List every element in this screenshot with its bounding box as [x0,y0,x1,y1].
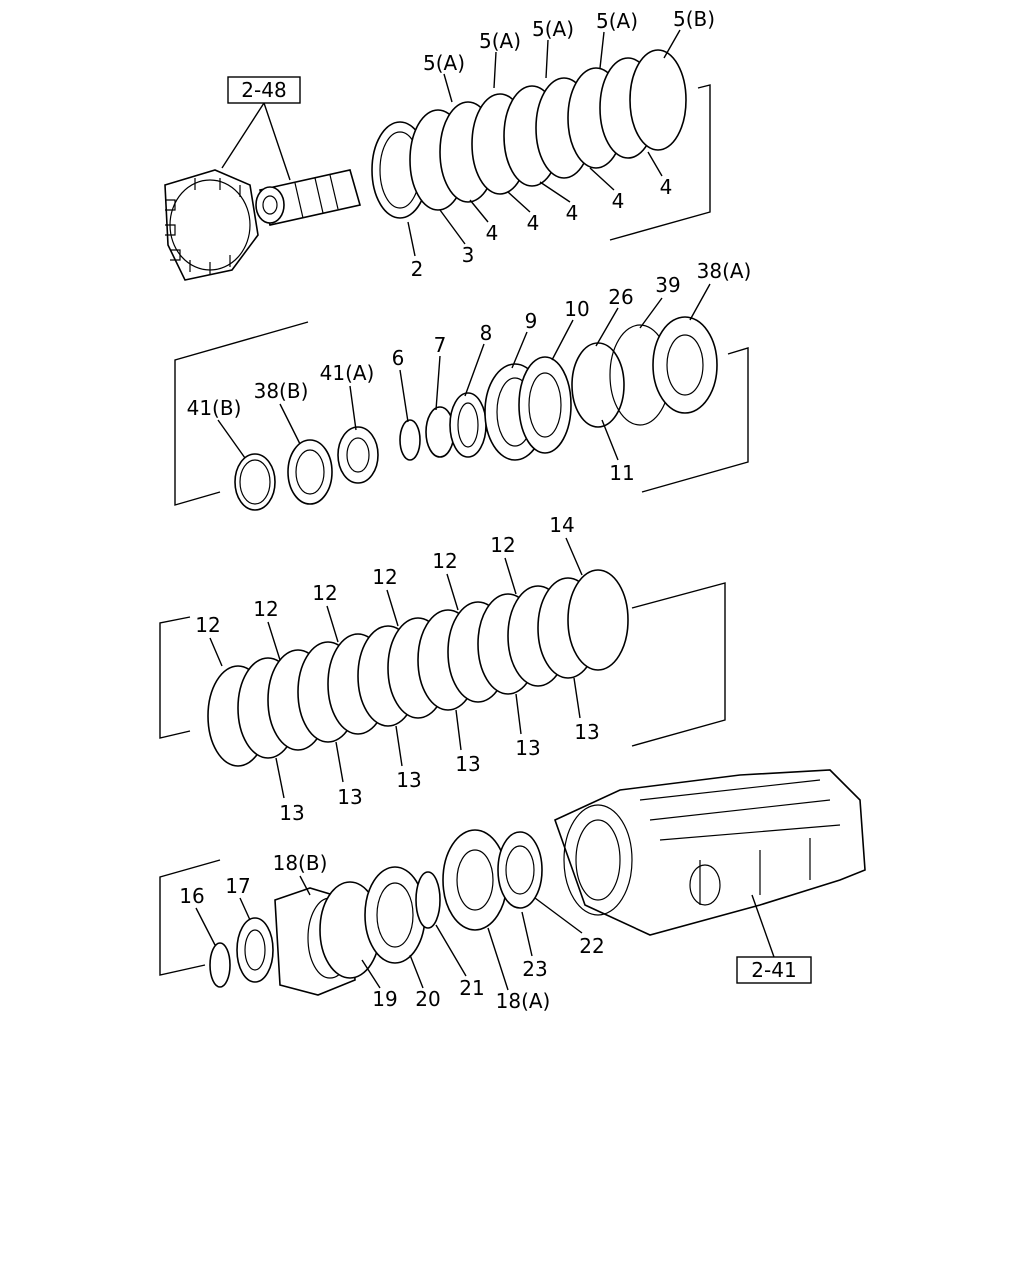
callout-4a: 4 [486,221,499,245]
callout-3: 3 [462,243,475,267]
callout-12b: 12 [253,597,278,621]
callout-10: 10 [564,297,589,321]
callout-12d: 12 [372,565,397,589]
ref-box-2-41 [736,956,812,984]
callout-17: 17 [225,874,250,898]
callout-4d: 4 [612,189,625,213]
callout-23: 23 [522,957,547,981]
callout-16: 16 [179,884,204,908]
piston-assembly [234,316,718,511]
callout-12a: 12 [195,613,220,637]
callout-18a: 18(A) [496,989,551,1013]
callout-4c: 4 [566,201,579,225]
callout-2: 2 [411,257,424,281]
callout-12e: 12 [432,549,457,573]
ref-label-2-48: 2-48 [241,78,286,102]
transmission-case [554,769,866,936]
callout-12c: 12 [312,581,337,605]
callout-41a: 41(A) [320,361,375,385]
callout-5a-4: 5(A) [596,9,638,33]
callout-13b: 13 [337,785,362,809]
callout-13d: 13 [455,752,480,776]
callout-7: 7 [434,333,447,357]
callout-4b: 4 [527,211,540,235]
callout-38b: 38(B) [254,379,309,403]
callout-14: 14 [549,513,574,537]
callout-18b: 18(B) [273,851,328,875]
callout-26: 26 [608,285,633,309]
ref-label-2-41: 2-41 [751,958,796,982]
callout-12f: 12 [490,533,515,557]
callout-5b: 5(B) [673,7,715,31]
callout-13c: 13 [396,768,421,792]
callout-5a-1: 5(A) [423,51,465,75]
callout-21: 21 [459,976,484,1000]
callout-22: 22 [579,934,604,958]
callout-9: 9 [525,309,538,333]
callout-20: 20 [415,987,440,1011]
callout-11: 11 [609,461,634,485]
callout-6: 6 [392,346,405,370]
callout-13e: 13 [515,736,540,760]
clutch-pack-2 [207,569,629,767]
brake-assembly [209,829,543,996]
ref-box-2-48 [227,76,301,104]
callout-4e: 4 [660,175,673,199]
callout-41b: 41(B) [187,396,242,420]
callout-13f: 13 [574,720,599,744]
callout-5a-2: 5(A) [479,29,521,53]
callout-39: 39 [655,273,680,297]
callout-19: 19 [372,987,397,1011]
input-shaft [255,169,362,226]
callout-8: 8 [480,321,493,345]
clutch-drum [164,169,259,281]
callout-5a-3: 5(A) [532,17,574,41]
callout-13a: 13 [279,801,304,825]
clutch-pack-1 [371,49,687,219]
callout-38a: 38(A) [697,259,752,283]
